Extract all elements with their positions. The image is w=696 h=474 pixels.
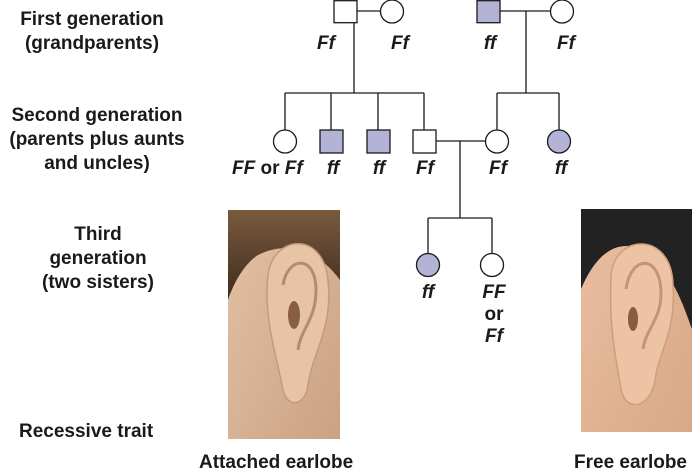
male-unaffected-symbol (412, 129, 437, 154)
ear-illustration-free (581, 209, 692, 432)
free-earlobe-photo (581, 209, 692, 432)
male-affected-symbol (366, 129, 391, 154)
first-generation-subtitle: (grandparents) (24, 33, 160, 54)
genotype-option-1: FF (482, 282, 506, 303)
free-earlobe-caption: Free earlobe (574, 452, 687, 473)
first-generation-title: First generation (20, 9, 164, 30)
genotype-or: or (484, 304, 504, 325)
female-unaffected-symbol (484, 129, 510, 154)
third-generation-subtitle-1: generation (49, 248, 147, 269)
male-affected-symbol (319, 129, 344, 154)
male-affected-symbol (476, 0, 501, 24)
genotype-g2-mother: Ff (489, 158, 507, 179)
genotype-g2-father: Ff (416, 158, 434, 179)
genotype-option-2: Ff (284, 158, 303, 179)
attached-earlobe-photo (228, 210, 340, 439)
second-generation-subtitle-1: (parents plus aunts (9, 129, 185, 150)
first-generation-label: First generation (grandparents) (2, 8, 182, 56)
female-unaffected-symbol (549, 0, 575, 24)
genotype-g1-grandfather-left: Ff (317, 33, 335, 54)
female-affected-symbol (415, 252, 441, 278)
female-unaffected-symbol (272, 129, 298, 154)
ear-illustration-attached (228, 210, 340, 439)
genotype-or: or (260, 158, 280, 179)
genotype-g2-uncle-1: ff (326, 158, 340, 179)
second-generation-subtitle-2: and uncles) (44, 153, 150, 174)
genotype-g2-aunt-right: ff (554, 158, 568, 179)
female-affected-symbol (546, 129, 572, 154)
attached-earlobe-caption: Attached earlobe (199, 452, 354, 473)
pedigree-lines (284, 10, 560, 253)
female-unaffected-symbol (379, 0, 405, 24)
genotype-g1-grandmother-left: Ff (391, 33, 409, 54)
genotype-option-2: Ff (485, 326, 503, 347)
female-unaffected-symbol (479, 252, 505, 278)
genotype-option-1: FF (232, 158, 256, 179)
genotype-g3-sister-1: ff (421, 282, 435, 303)
genotype-g1-grandmother-right: Ff (557, 33, 575, 54)
third-generation-label: Third generation (two sisters) (18, 223, 178, 295)
third-generation-title: Third (74, 224, 122, 245)
genotype-g3-sister-2: FF or Ff (472, 282, 516, 348)
recessive-trait-label: Recessive trait (19, 421, 154, 442)
third-generation-subtitle-2: (two sisters) (42, 272, 154, 293)
second-generation-label: Second generation (parents plus aunts an… (0, 104, 194, 176)
male-unaffected-symbol (333, 0, 358, 24)
genotype-g1-grandfather-right: ff (483, 33, 497, 54)
genotype-g2-uncle-2: ff (372, 158, 386, 179)
genotype-g2-aunt: FF or Ff (232, 158, 322, 180)
second-generation-title: Second generation (11, 105, 183, 126)
